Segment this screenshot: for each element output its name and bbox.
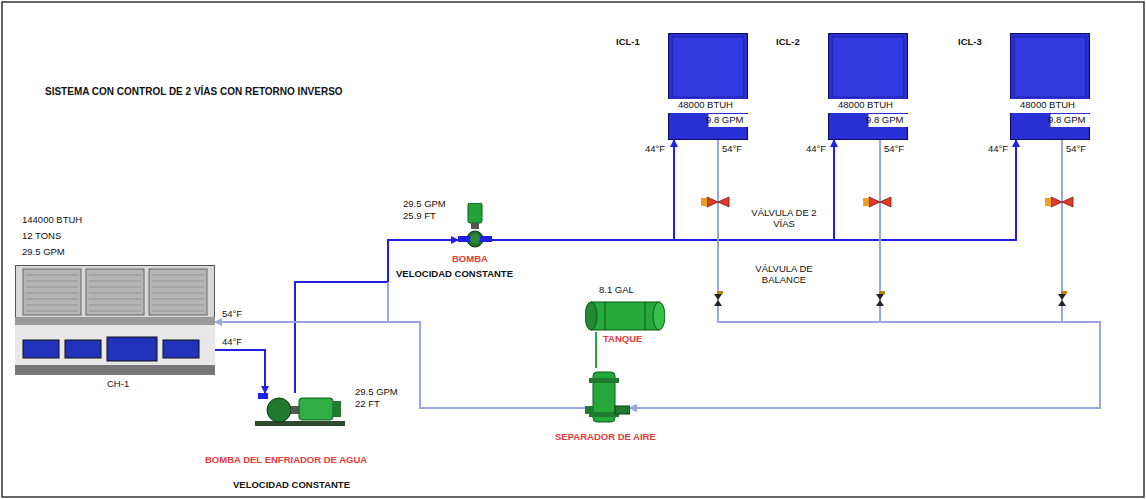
separator-name: SEPARADOR DE AIRE <box>555 432 656 443</box>
capacity-text: 48000 BTUH <box>1014 100 1081 111</box>
decoupler-pipe <box>387 282 389 322</box>
unit-tag: ICL-3 <box>958 37 982 48</box>
unit-tag: CH-1 <box>107 379 129 390</box>
secondary-pump-shape <box>458 203 492 250</box>
expansion-tank: 8.1 GALTANQUE <box>585 300 665 332</box>
expansion-tank-shape <box>585 300 665 332</box>
flow-text: 9.8 GPM <box>706 115 743 126</box>
chiller-pump-shape <box>255 393 345 428</box>
capacity-text: 144000 BTUH <box>22 215 82 226</box>
pipe-connector <box>492 140 674 240</box>
flow-text: 29.5 GPM <box>355 387 398 398</box>
pipe-connector <box>295 240 458 393</box>
speed-note: VELOCIDAD CONSTANTE <box>233 480 350 491</box>
secondary-pump: 29.5 GPM25.9 FTBOMBAVELOCIDAD CONSTANTE <box>458 203 492 250</box>
air-separator-shape <box>585 368 630 426</box>
valve-label: VÁLVULA DE 2 VÍAS <box>742 207 826 230</box>
temperature-label: 54°F <box>884 143 904 154</box>
tonnage-text: 12 TONS <box>22 231 61 242</box>
fan-coil-unit: ICL-148000 BTUH9.8 GPM <box>668 33 748 140</box>
air-separator: SEPARADOR DE AIRE <box>585 368 630 426</box>
temperature-label: 44°F <box>988 143 1008 154</box>
flow-text: 29.5 GPM <box>22 247 65 258</box>
pipe-connector <box>630 140 1100 408</box>
capacity-text: 48000 BTUH <box>832 100 899 111</box>
pipe-connector <box>595 332 597 368</box>
fan-coil-unit: ICL-248000 BTUH9.8 GPM <box>828 33 908 140</box>
flow-text: 9.8 GPM <box>1048 115 1085 126</box>
pipe-connector <box>630 140 1100 408</box>
unit-tag: ICL-1 <box>616 37 640 48</box>
flow-text: 29.5 GPM <box>403 199 446 210</box>
fan-coil-unit: ICL-348000 BTUH9.8 GPM <box>1010 33 1090 140</box>
temperature-label: 54°F <box>1066 143 1086 154</box>
temperature-label: 44°F <box>222 336 242 347</box>
pump-name: BOMBA DEL ENFRIADOR DE AGUA <box>205 455 367 466</box>
diagram-title: SISTEMA CON CONTROL DE 2 VÍAS CON RETORN… <box>45 86 343 97</box>
pipe-connector <box>492 140 834 240</box>
head-text: 25.9 FT <box>403 211 436 222</box>
two-way-valve <box>701 197 1073 207</box>
speed-note: VELOCIDAD CONSTANTE <box>396 269 513 280</box>
temperature-label: 54°F <box>222 308 242 319</box>
unit-tag: ICL-2 <box>776 37 800 48</box>
chiller-unit-shape <box>15 265 215 375</box>
volume-text: 8.1 GAL <box>599 285 634 296</box>
temperature-label: 44°F <box>645 143 665 154</box>
valve-label: VÁLVULA DE BALANCE <box>742 263 826 286</box>
temperature-label: 54°F <box>722 143 742 154</box>
balance-valve <box>714 291 1067 306</box>
tank-name: TANQUE <box>603 334 642 345</box>
capacity-text: 48000 BTUH <box>672 100 739 111</box>
temperature-label: 44°F <box>806 143 826 154</box>
pipe-connector <box>630 140 1100 408</box>
pipe-connector <box>492 140 1016 240</box>
pipe-connector <box>215 322 585 408</box>
pipe-connector <box>215 350 265 393</box>
chiller-unit: 144000 BTUH12 TONS29.5 GPMCH-1 <box>15 265 215 375</box>
flow-text: 9.8 GPM <box>866 115 903 126</box>
chiller-pump: 29.5 GPM22 FTBOMBA DEL ENFRIADOR DE AGUA… <box>255 393 345 428</box>
pump-name: BOMBA <box>452 254 488 265</box>
head-text: 22 FT <box>355 399 380 410</box>
